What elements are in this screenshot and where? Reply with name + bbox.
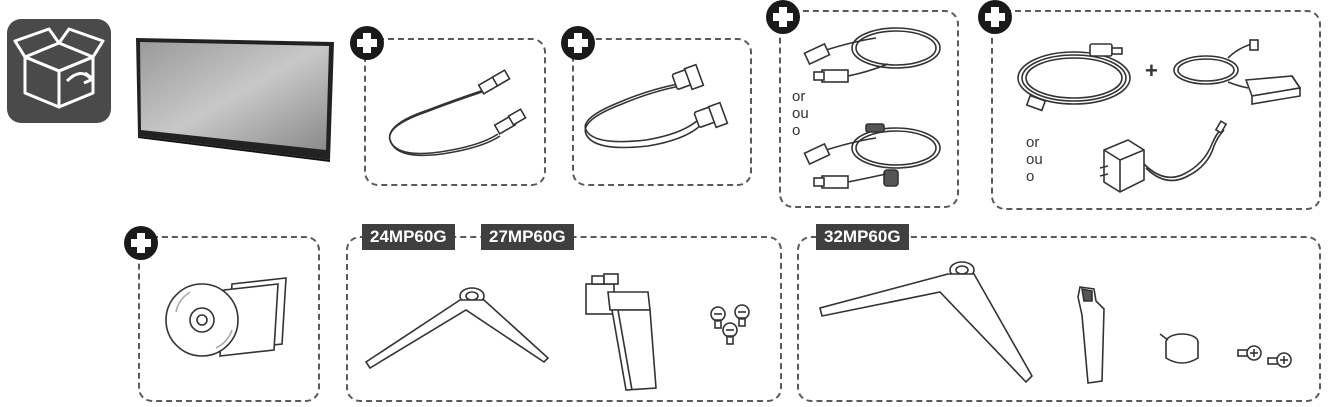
o-text: o bbox=[792, 122, 801, 139]
stand-body-32-illustration bbox=[1070, 285, 1114, 385]
power-cord-illustration bbox=[1012, 38, 1140, 118]
plus-circle-icon bbox=[978, 0, 1012, 34]
model-tag-32mp60g: 32MP60G bbox=[816, 224, 909, 250]
plus-circle-icon bbox=[766, 0, 800, 34]
plus-separator: + bbox=[1145, 58, 1158, 83]
d-sub-cable-illustration bbox=[580, 63, 740, 164]
plus-circle-icon bbox=[124, 226, 158, 260]
hdmi-cable-illustration bbox=[384, 69, 534, 160]
stand-base-illustration bbox=[362, 282, 552, 370]
ou-text: ou bbox=[792, 105, 809, 122]
hdmi-cable-box bbox=[364, 38, 546, 186]
power-adapter-box bbox=[991, 10, 1321, 210]
wall-adapter-illustration bbox=[1096, 120, 1246, 200]
ou-text: ou bbox=[1026, 151, 1043, 168]
displayport-ferrite-cable-illustration bbox=[800, 118, 950, 202]
stand-box-32 bbox=[797, 236, 1321, 402]
plus-circle-icon bbox=[350, 26, 384, 60]
model-tag-27mp60g: 27MP60G bbox=[481, 224, 574, 250]
d-sub-cable-box bbox=[572, 38, 752, 186]
open-box-icon bbox=[7, 19, 111, 123]
or-text: or bbox=[1026, 134, 1040, 151]
screws-illustration bbox=[704, 300, 756, 350]
monitor-illustration bbox=[130, 32, 340, 164]
screws-32-illustration bbox=[1236, 338, 1298, 374]
stand-cover-illustration bbox=[1154, 328, 1202, 372]
stand-body-illustration bbox=[578, 270, 668, 392]
or-text: or bbox=[792, 88, 806, 105]
cd-and-manual-illustration bbox=[160, 270, 290, 370]
displayport-cable-box bbox=[779, 10, 959, 208]
alternative-label: or ou o bbox=[1026, 134, 1043, 185]
model-tag-24mp60g: 24MP60G bbox=[362, 224, 455, 250]
displayport-cable-illustration bbox=[800, 18, 950, 98]
plus-circle-icon bbox=[561, 26, 595, 60]
o-text: o bbox=[1026, 168, 1035, 185]
alternative-label: or ou o bbox=[792, 88, 809, 139]
cd-manual-box bbox=[138, 236, 320, 402]
stand-base-32-illustration bbox=[816, 258, 1036, 386]
ac-dc-adapter-illustration bbox=[1168, 39, 1308, 106]
